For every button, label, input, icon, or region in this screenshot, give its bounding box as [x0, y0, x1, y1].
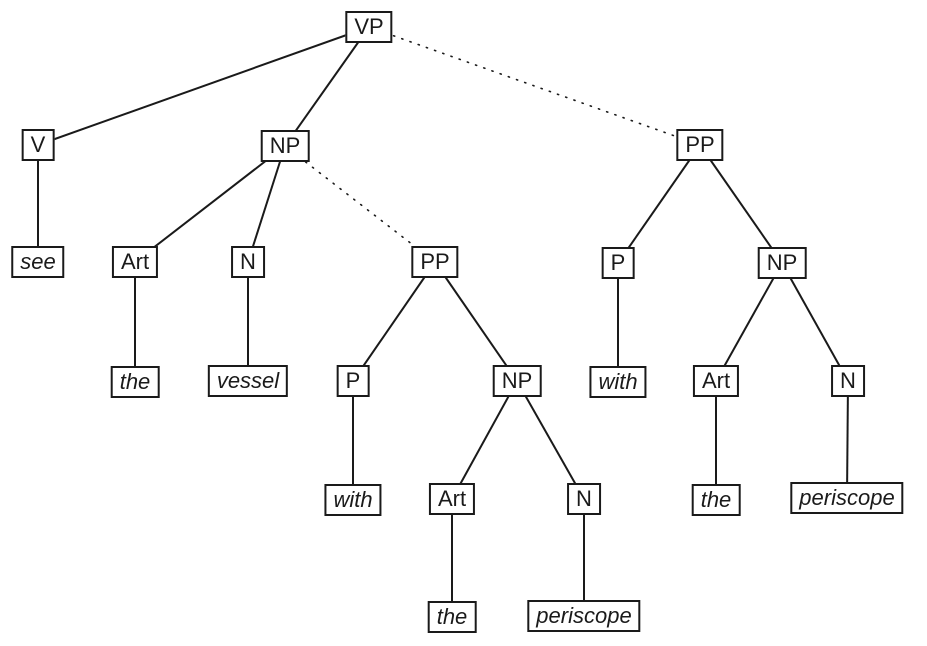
- leaf-periscope3: periscope: [790, 482, 904, 514]
- node-n1: N: [231, 246, 265, 278]
- leaf-with1: with: [324, 484, 382, 516]
- node-pp1: PP: [411, 246, 459, 278]
- edge-vp-v: [37, 26, 370, 146]
- edge-vp-pp2-alt-attachment: [368, 26, 701, 146]
- edge-np3-n3: [781, 262, 849, 382]
- node-pp2: PP: [676, 129, 724, 161]
- leaf-vessel: vessel: [207, 365, 289, 397]
- node-art1: Art: [111, 246, 159, 278]
- edge-pp2-p2: [617, 144, 701, 264]
- edge-pp2-np3: [699, 144, 783, 264]
- node-np3: NP: [757, 247, 807, 279]
- leaf-the2: the: [427, 601, 477, 633]
- node-n3: N: [831, 365, 865, 397]
- edge-np1-art1: [134, 145, 286, 263]
- edge-np1-pp1-alt-attachment: [284, 145, 436, 263]
- edge-np3-art3: [715, 262, 783, 382]
- edge-n3-periscope3: [846, 380, 849, 499]
- node-p2: P: [601, 247, 635, 279]
- leaf-with2: with: [589, 366, 647, 398]
- node-art2: Art: [428, 483, 476, 515]
- node-art3: Art: [692, 365, 740, 397]
- edge-pp1-np2: [434, 261, 518, 382]
- node-np2: NP: [492, 365, 542, 397]
- node-p1: P: [336, 365, 370, 397]
- node-n2: N: [567, 483, 601, 515]
- leaf-the1: the: [110, 366, 160, 398]
- edge-np2-n2: [516, 380, 585, 500]
- edge-vp-np1: [284, 26, 370, 147]
- leaf-see: see: [11, 246, 65, 278]
- leaf-the3: the: [691, 484, 741, 516]
- leaf-periscope2: periscope: [527, 600, 641, 632]
- edge-np1-n1: [247, 145, 286, 263]
- edge-pp1-p1: [352, 261, 436, 382]
- node-v: V: [21, 129, 55, 161]
- node-np1: NP: [260, 130, 310, 162]
- node-vp: VP: [345, 11, 393, 43]
- edge-np2-art2: [451, 380, 518, 500]
